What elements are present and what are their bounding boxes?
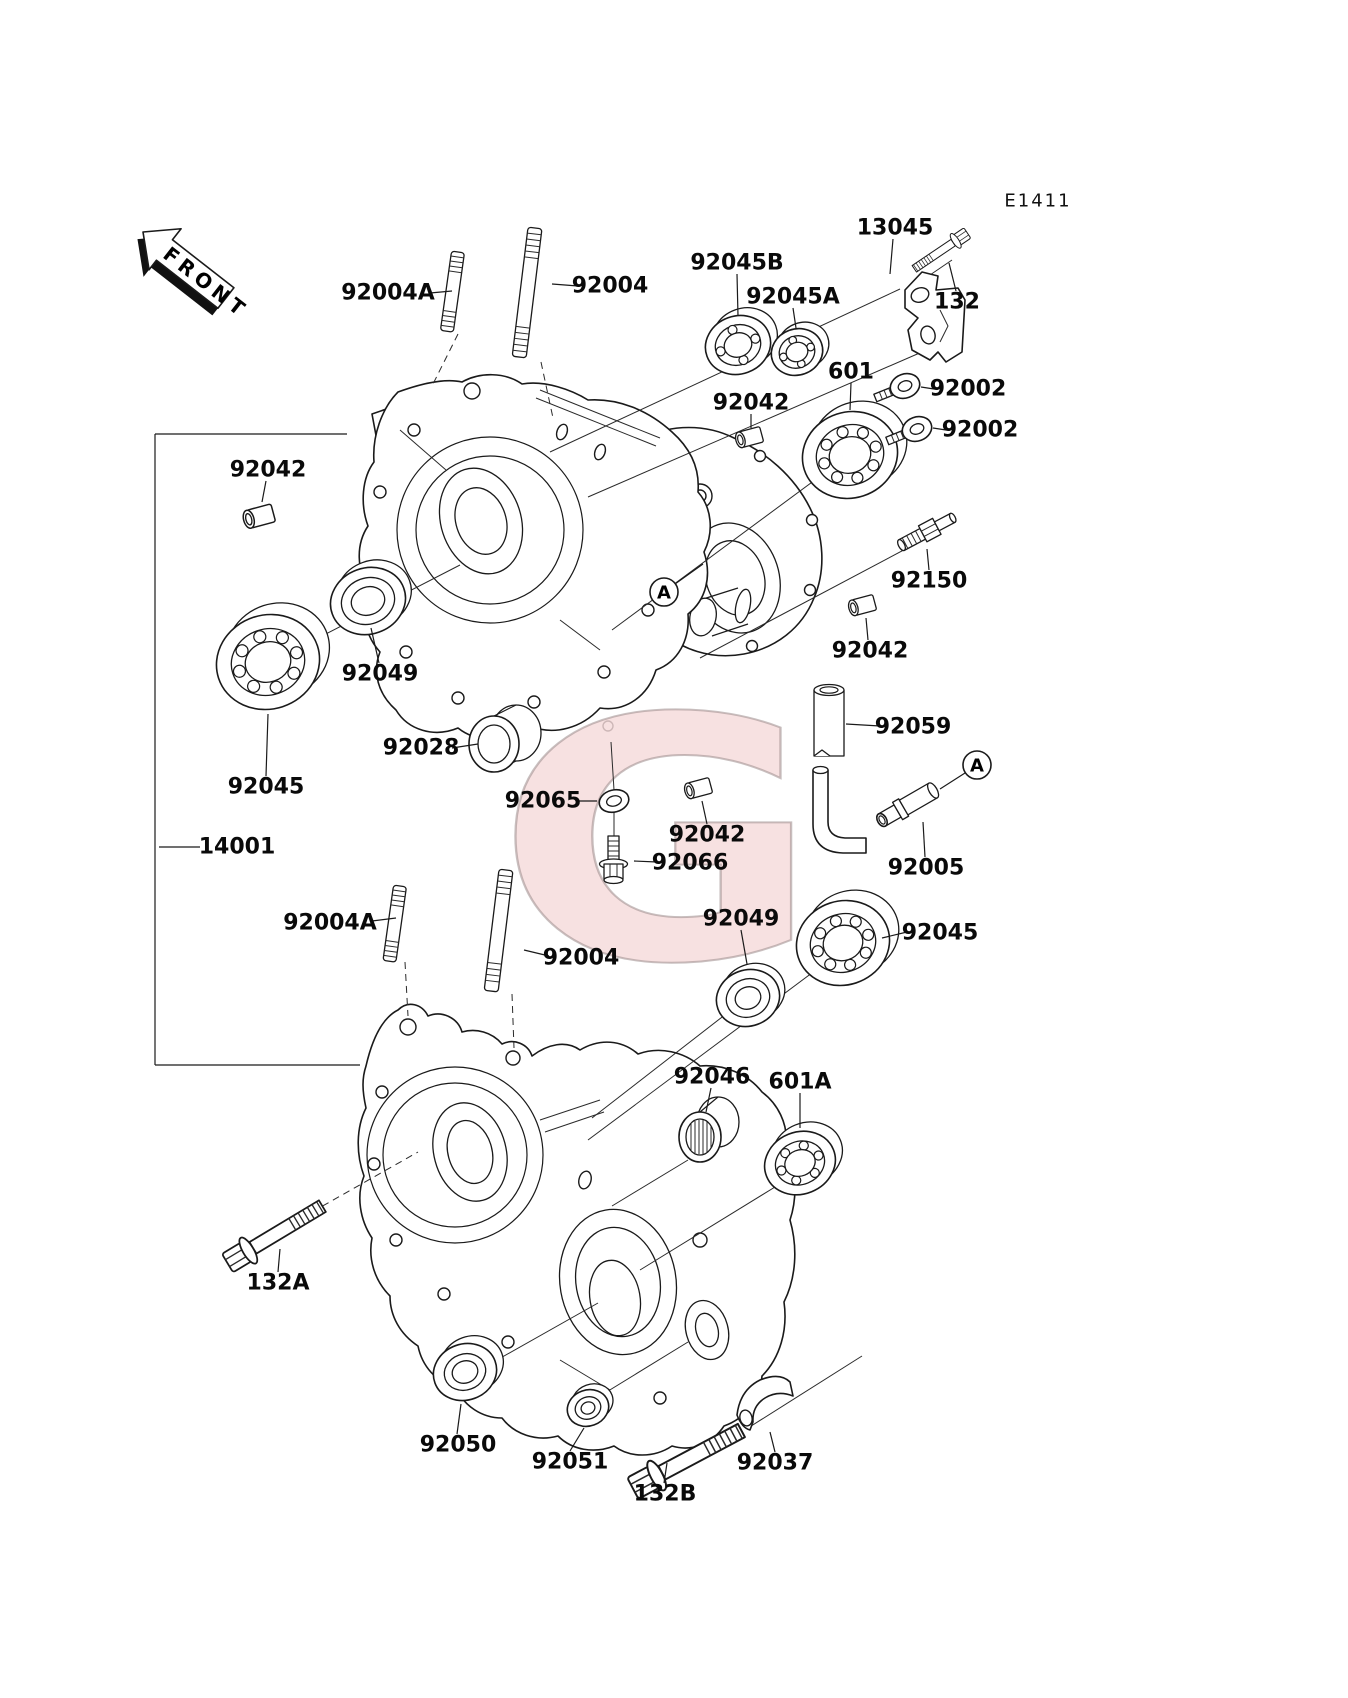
part-label-92002-lower: 92002 [942, 418, 1019, 443]
part-label-92005: 92005 [888, 856, 965, 881]
dowel-92042-top [734, 426, 764, 449]
dowel-92042-left [242, 503, 276, 530]
part-label-92045b: 92045B [690, 251, 783, 276]
bracket-13045 [904, 271, 966, 363]
part-label-92059: 92059 [875, 715, 952, 740]
part-label-92004-lower: 92004 [543, 946, 620, 971]
stud-92004a-lower [382, 884, 407, 963]
fitting-92150 [896, 512, 957, 552]
bolt-92066 [598, 835, 629, 885]
part-label-92051: 92051 [532, 1450, 609, 1475]
upper-crankcase-half [358, 373, 823, 740]
bearing-601a [763, 1121, 844, 1196]
tube-92059 [812, 683, 867, 854]
bearing-92045b [704, 307, 778, 376]
leader-lines [261, 238, 966, 1484]
dowel-92042-center [683, 777, 713, 800]
part-label-92045a: 92045A [746, 285, 840, 310]
part-label-132: 132 [934, 290, 980, 315]
part-label-92042-center: 92042 [669, 823, 746, 848]
part-label-132b: 132B [634, 1482, 697, 1507]
part-number-labels: 92004A 92004 92045B 92045A 13045 132 601… [199, 216, 1019, 1507]
crankcase-set-bracket [154, 433, 360, 1066]
part-label-92004a-top: 92004A [341, 281, 435, 306]
bearing-601 [801, 400, 908, 500]
bearing-92045a [770, 321, 830, 377]
part-label-92045-right: 92045 [902, 921, 979, 946]
part-label-92002-upper: 92002 [930, 377, 1007, 402]
stud-92004-top [511, 226, 543, 359]
part-label-13045: 13045 [857, 216, 934, 241]
seal-92049-left [329, 559, 412, 636]
clamp-92037 [736, 1375, 794, 1431]
screw-92002-upper [873, 372, 921, 403]
washer-92065 [598, 788, 630, 814]
screw-92002-lower [885, 415, 933, 446]
part-label-92046: 92046 [674, 1065, 751, 1090]
part-label-92042-top: 92042 [713, 391, 790, 416]
diagram-code: E1411 [1004, 191, 1071, 212]
part-label-92042-left: 92042 [230, 458, 307, 483]
part-label-92050: 92050 [420, 1433, 497, 1458]
part-label-92065: 92065 [505, 789, 582, 814]
part-label-132a: 132A [247, 1271, 310, 1296]
part-label-92004-top: 92004 [572, 274, 649, 299]
part-label-92045-left: 92045 [228, 775, 305, 800]
stud-92004a-top [440, 250, 465, 333]
seal-92051 [566, 1383, 614, 1428]
part-label-92042-right: 92042 [832, 639, 909, 664]
part-label-14001: 14001 [199, 835, 276, 860]
part-label-92004a-lower: 92004A [283, 911, 377, 936]
part-label-92049-center: 92049 [703, 907, 780, 932]
seal-92049-center [715, 962, 786, 1028]
part-label-92150: 92150 [891, 569, 968, 594]
callout-a-case: A [649, 577, 679, 607]
callout-a-case-letter: A [657, 583, 671, 604]
dowel-92042-mid-right [847, 594, 877, 617]
part-label-92028: 92028 [383, 736, 460, 761]
part-label-92066: 92066 [652, 851, 729, 876]
part-label-601a: 601A [769, 1070, 832, 1095]
stud-92004-lower [483, 868, 514, 993]
part-label-92049-left: 92049 [342, 662, 419, 687]
bolt-132a [218, 1192, 331, 1277]
fitting-92005 [875, 782, 940, 828]
seal-92050 [432, 1335, 504, 1402]
front-direction-arrow: FRONT [137, 227, 253, 323]
callout-a-fitting-letter: A [970, 756, 984, 777]
bushing-92028 [468, 704, 542, 773]
callout-a-fitting: A [962, 750, 992, 780]
part-label-92037: 92037 [737, 1451, 814, 1476]
needle-bearing-92046 [678, 1096, 740, 1163]
bearing-92045-right [795, 889, 900, 987]
part-label-601: 601 [828, 360, 874, 385]
bearing-92045-left [215, 602, 331, 711]
